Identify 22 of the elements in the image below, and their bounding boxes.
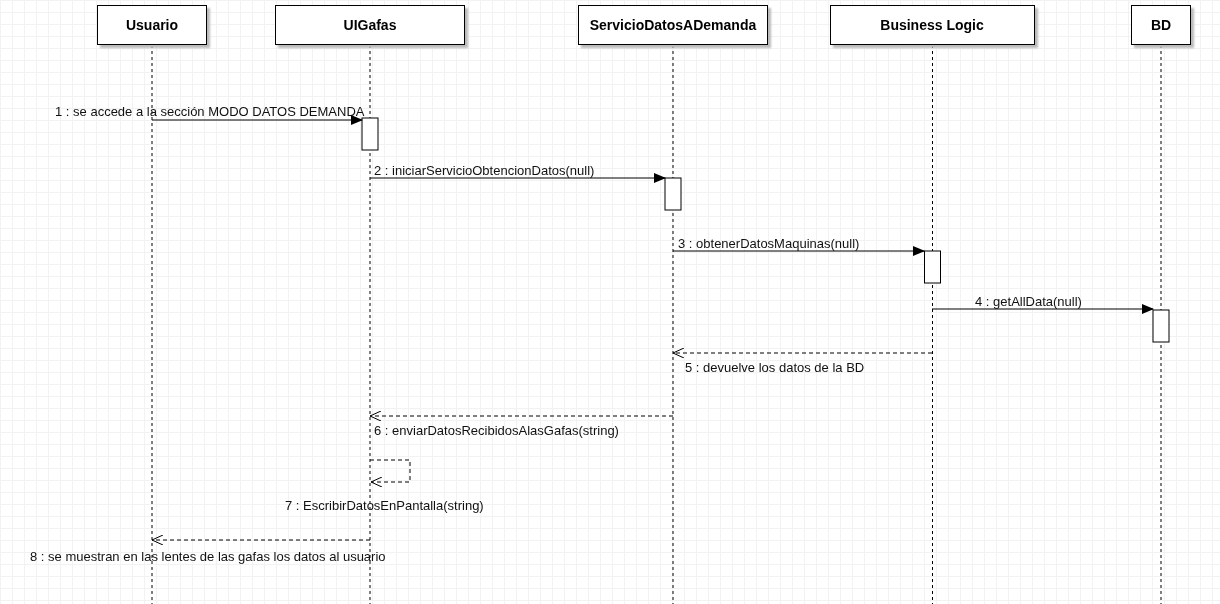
message-arrow [369,459,411,488]
message-arrow [672,246,925,256]
message-label: 3 : obtenerDatosMaquinas(null) [678,236,860,251]
message-arrow [931,304,1154,314]
message-label: 8 : se muestran en las lentes de las gafas los datos al usuario [30,549,386,564]
message-label: 1 : se accede a la sección MODO DATOS DEMANDA [55,104,365,119]
lifeline-head: ServicioDatosADemanda [578,5,768,45]
message-arrow [672,347,933,359]
lifeline-head: UIGafas [275,5,465,45]
message-arrow [369,410,674,422]
lifeline-head: Usuario [97,5,207,45]
lifeline-head: Business Logic [829,5,1035,45]
message-arrow [369,173,666,183]
message-arrow [151,115,363,125]
message-label: 7 : EscribirDatosEnPantalla(string) [285,498,484,513]
lifeline [1131,5,1191,604]
message-label: 6 : enviarDatosRecibidosAlasGafas(string) [374,423,619,438]
message-label: 5 : devuelve los datos de la BD [685,360,865,375]
message-arrow [151,534,371,546]
message-label: 4 : getAllData(null) [975,294,1082,309]
message-label: 2 : iniciarServicioObtencionDatos(null) [374,163,595,178]
lifeline-head: BD [1131,5,1191,45]
